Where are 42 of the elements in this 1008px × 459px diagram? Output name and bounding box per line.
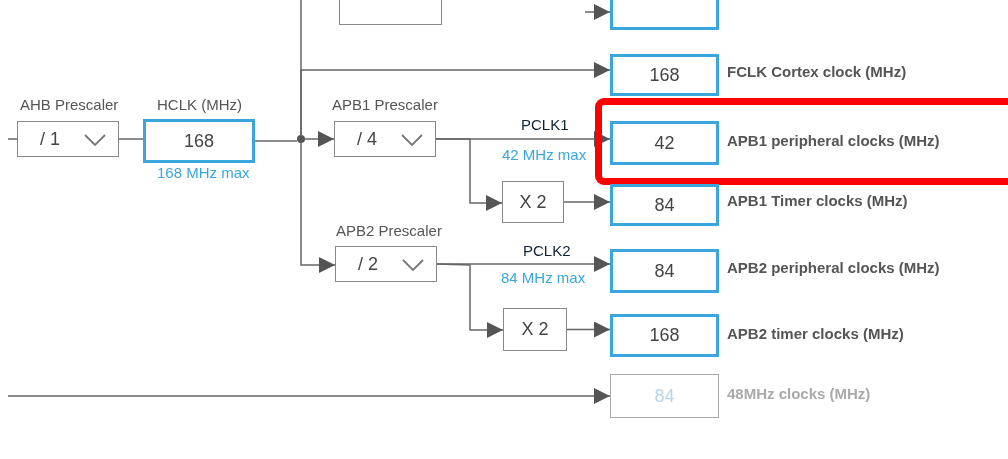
arrow <box>7 388 611 404</box>
arrow <box>584 4 611 20</box>
connector-line <box>7 138 18 140</box>
value-box: 168 <box>610 314 719 357</box>
prescaler-dropdown <box>334 121 436 157</box>
prescaler-dropdown <box>335 246 437 282</box>
field-label: HCLK (MHz) <box>157 96 242 113</box>
arrow <box>566 321 611 338</box>
clock-output-label: APB2 timer clocks (MHz) <box>727 325 904 342</box>
dropdown-value: / 2 <box>358 253 378 275</box>
max-frequency-note: 84 MHz max <box>501 269 586 286</box>
field-label: APB1 Prescaler <box>332 96 438 113</box>
value-box: 42 <box>610 121 719 165</box>
max-frequency-note: 42 MHz max <box>502 146 587 163</box>
arrow <box>435 138 503 211</box>
connector-line <box>118 138 144 140</box>
field-label: APB2 Prescaler <box>336 222 442 239</box>
clock-output-label: APB1 peripheral clocks (MHz) <box>727 132 940 149</box>
value-box: 168 <box>610 54 719 96</box>
dropdown-value: / 4 <box>357 128 377 150</box>
value-box: 84 <box>610 374 719 418</box>
arrow <box>300 142 336 273</box>
clock-output-label: APB2 peripheral clocks (MHz) <box>727 259 940 276</box>
junction-dot <box>297 135 305 143</box>
clock-output-label: 48MHz clocks (MHz) <box>727 385 871 402</box>
arrow <box>436 263 504 338</box>
highlight-frame <box>595 98 1008 185</box>
multiplier-box: X 2 <box>502 181 564 223</box>
arrow <box>563 194 611 210</box>
connector-line <box>300 0 302 136</box>
multiplier-box: X 2 <box>503 308 567 351</box>
value-box: 84 <box>610 184 719 226</box>
value-box: 84 <box>610 249 719 293</box>
clock-output-label: FCLK Cortex clock (MHz) <box>727 63 907 80</box>
max-frequency-note: 168 MHz max <box>157 164 250 181</box>
arrow <box>304 131 335 147</box>
clock-output-label: APB1 Timer clocks (MHz) <box>727 192 908 209</box>
value-box: 168 <box>143 119 255 163</box>
connector-line <box>254 140 298 142</box>
prescaler-dropdown <box>17 121 119 157</box>
field-label: AHB Prescaler <box>20 96 119 113</box>
dropdown-value: / 1 <box>40 128 60 150</box>
